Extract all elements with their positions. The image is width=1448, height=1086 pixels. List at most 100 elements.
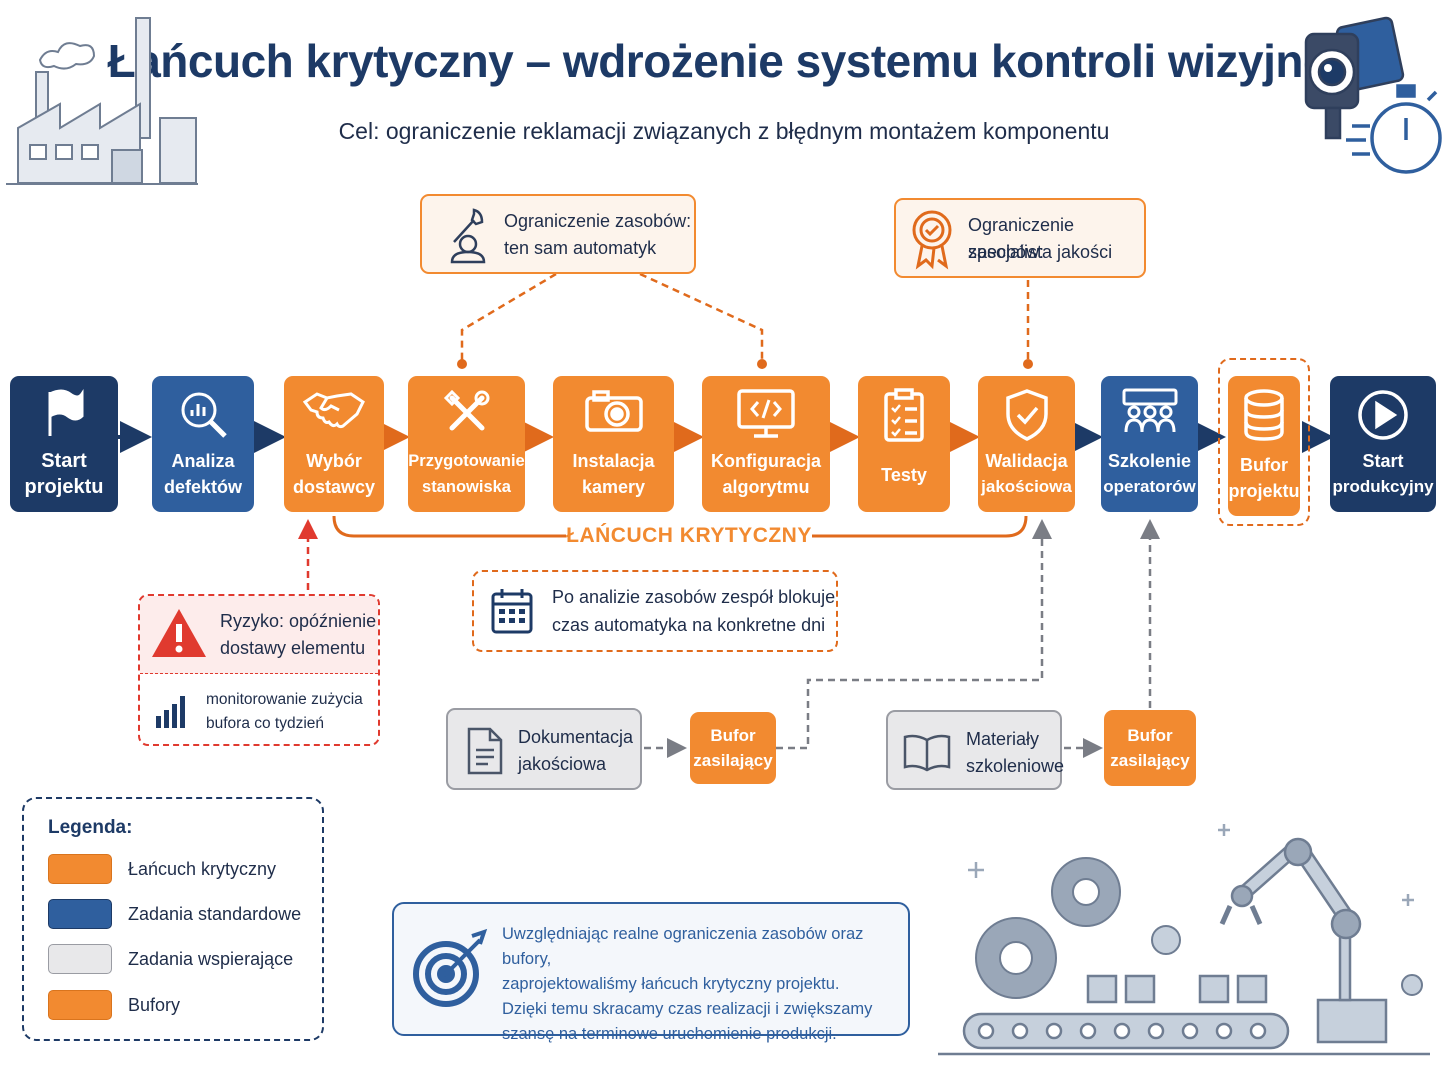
risk-box: Ryzyko: opóźnienie dostawy elementu moni… (138, 594, 380, 746)
flow-node-buffer-frame (1218, 358, 1310, 526)
flow-label-2: operatorów (1103, 477, 1196, 496)
summary-line-1: Uwzględniając realne ograniczenia zasobó… (502, 925, 864, 968)
flow-node-start[interactable]: Start projektu (10, 376, 118, 512)
play-icon (1358, 390, 1408, 440)
legend-label: Zadania wspierające (128, 948, 294, 969)
support-task-training-materials[interactable]: Materiały szkoleniowe (886, 710, 1065, 790)
summary-line-3: Dzięki temu skracamy czas realizacji i z… (502, 1000, 873, 1018)
book-icon (903, 734, 951, 772)
flow-node-production[interactable]: Start produkcyjny (1330, 376, 1436, 512)
feeding-buffer-line2: zasilający (693, 751, 773, 770)
flow-label-2: produkcyjny (1332, 477, 1434, 496)
flow-label-1: Testy (881, 465, 927, 485)
flow-label-1: Start (41, 450, 87, 472)
legend-label: Zadania standardowe (128, 903, 302, 924)
page-subtitle: Cel: ograniczenie reklamacji związanych … (338, 118, 1110, 144)
flow-label-2: defektów (163, 477, 242, 497)
award-badge-icon (912, 210, 952, 270)
handshake-icon (303, 392, 365, 429)
flow-node-buffer[interactable]: Bufor projektu (1228, 376, 1300, 516)
constraint-automation-line1: Ograniczenie zasobów: (504, 211, 692, 231)
constraint-quality: Ograniczenie zasobów: specjalista jakośc… (894, 198, 1146, 278)
summary-line-2: zaprojektowaliśmy łańcuch krytyczny proj… (502, 975, 840, 993)
vision-camera-icon (1304, 16, 1405, 140)
legend-item-standard: Zadania standardowe (48, 898, 301, 930)
flow-node-analysis[interactable]: Analiza defektów (152, 376, 254, 512)
schedule-note-line1: Po analizie zasobów zespół blokuje (552, 587, 836, 607)
constraint-quality-line1: Ograniczenie zasobów: (968, 215, 1075, 262)
constraint-automation: Ograniczenie zasobów: ten sam automatyk (420, 194, 696, 274)
support-task-line2: jakościowa (518, 754, 607, 774)
flow-node-tests[interactable]: Testy (858, 376, 950, 512)
legend-swatch (48, 990, 112, 1020)
flow-node-supplier[interactable]: Wybór dostawcy (284, 376, 384, 512)
checklist-icon (884, 388, 924, 442)
legend-title: Legenda: (48, 817, 133, 838)
flow-label-2: algorytmu (722, 477, 810, 497)
feeding-buffer-documentation[interactable]: Bufor zasilający (690, 712, 776, 784)
calendar-icon (491, 589, 533, 634)
support-task-line1: Materiały (966, 729, 1040, 749)
tools-icon (443, 389, 489, 431)
gears-icon (975, 857, 1423, 999)
wrench-person-icon (450, 208, 486, 264)
plus-decoration-icon (968, 824, 1414, 906)
schedule-note: Po analizie zasobów zespół blokuje czas … (472, 570, 838, 652)
flow-label-2: projektu (24, 476, 104, 498)
flow-node-camera[interactable]: Instalacja kamery (553, 376, 674, 512)
feeding-buffer-line1: Bufor (1127, 726, 1173, 745)
flow-label-2: jakościowa (981, 477, 1072, 496)
camera-icon (584, 390, 643, 432)
code-monitor-icon (737, 389, 795, 438)
flow-label-2: projektu (1228, 481, 1300, 501)
flow-label-1: Szkolenie (1107, 451, 1192, 471)
target-icon (413, 928, 488, 1007)
flow-label-1: Bufor (1240, 455, 1288, 475)
legend-item-buffers: Bufory (48, 989, 180, 1021)
flow-node-station[interactable]: Przygotowanie stanowiska (408, 376, 525, 512)
feeding-buffer-training[interactable]: Bufor zasilający (1104, 710, 1196, 786)
page-title: Łańcuch krytyczny – wdrożenie systemu ko… (107, 35, 1341, 87)
flow-node-algorithm[interactable]: Konfiguracja algorytmu (702, 376, 830, 512)
flow-label-1: Wybór (306, 451, 362, 471)
flow-node-training[interactable]: Szkolenie operatorów (1101, 376, 1198, 512)
factory-icon (6, 17, 198, 185)
robot-arm-icon (1219, 837, 1388, 1044)
warning-icon (152, 609, 206, 657)
legend-swatch (48, 899, 112, 929)
flow-node-validation[interactable]: Walidacja jakościowa (978, 376, 1075, 512)
flow-label-1: Walidacja (985, 451, 1068, 471)
flag-icon (48, 389, 84, 436)
stopwatch-icon (1346, 84, 1442, 174)
support-task-line2: szkoleniowe (966, 756, 1065, 776)
summary-text: Uwzględniając realne ograniczenia zasobó… (502, 922, 902, 1047)
database-icon (1244, 389, 1284, 441)
flow-label-2: stanowiska (422, 478, 511, 496)
schedule-note-line2: czas automatyka na konkretne dni (552, 615, 826, 635)
shield-check-icon (1005, 389, 1048, 441)
legend: Legenda: Łańcuch krytyczny Zadania stand… (22, 797, 324, 1041)
constraint-quality-line2: specjalista jakości (968, 242, 1113, 262)
bar-chart-icon (156, 696, 185, 728)
legend-item-critical: Łańcuch krytyczny (48, 853, 276, 885)
magnifier-chart-icon (181, 392, 227, 438)
flow-label-1: Przygotowanie (408, 452, 525, 470)
legend-label: Bufory (128, 994, 181, 1015)
risk-note-line1: monitorowanie zużycia (206, 691, 363, 708)
document-icon (467, 727, 503, 775)
risk-title-line1: Ryzyko: opóźnienie (220, 611, 377, 631)
flow-label-2: kamery (581, 477, 646, 497)
legend-label: Łańcuch krytyczny (128, 858, 277, 879)
legend-item-support: Zadania wspierające (48, 943, 293, 975)
flow-label-2: dostawcy (292, 477, 376, 497)
summary-line-4: szansę na terminowe uruchomienie produkc… (502, 1025, 837, 1043)
support-task-documentation[interactable]: Dokumentacja jakościowa (446, 708, 642, 790)
feeding-buffer-line1: Bufor (710, 726, 756, 745)
feeding-buffer-line2: zasilający (1110, 751, 1190, 770)
conveyor-icon (938, 974, 1430, 1056)
flow-label-1: Instalacja (572, 451, 655, 471)
flow-label-1: Start (1362, 451, 1404, 471)
team-icon (1122, 388, 1177, 433)
summary-box: Uwzględniając realne ograniczenia zasobó… (392, 902, 910, 1043)
